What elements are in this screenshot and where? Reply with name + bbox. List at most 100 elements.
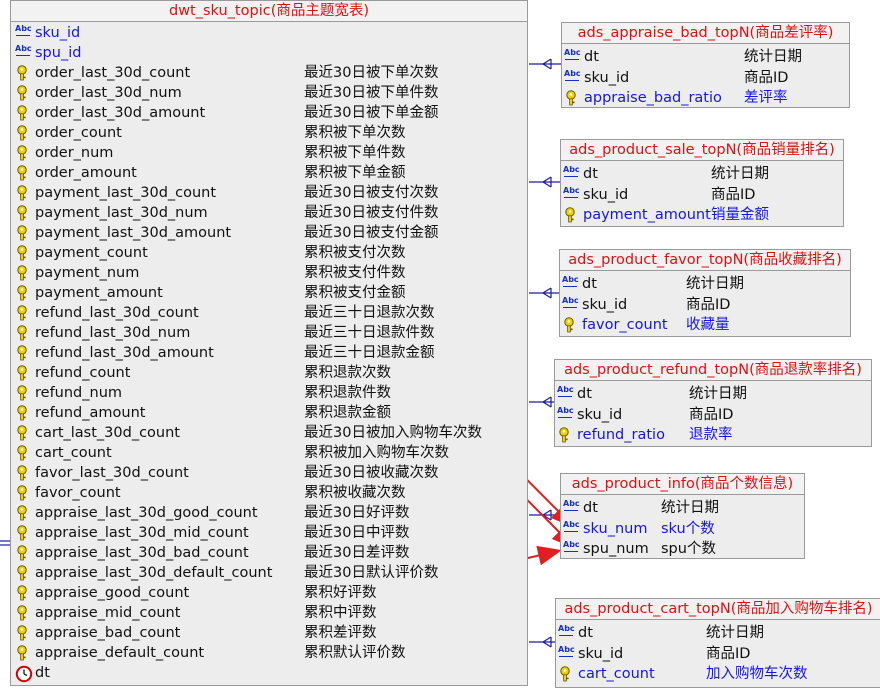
column-comment: 商品ID	[744, 69, 789, 86]
entity-title: ads_product_favor_topN(商品收藏排名)	[560, 250, 850, 271]
text-type-icon: Abc	[557, 386, 575, 402]
key-icon	[15, 425, 33, 441]
column-name: favor_count	[582, 317, 668, 333]
column-comment: 累积被支付金额	[304, 285, 406, 301]
column-name: sku_id	[577, 406, 623, 423]
column-name: sku_num	[583, 520, 648, 537]
key-icon	[563, 207, 581, 223]
key-icon	[15, 225, 33, 241]
column-name: cart_count	[578, 666, 655, 682]
key-icon	[15, 305, 33, 321]
column-comment: 统计日期	[711, 166, 769, 182]
column-name: sku_id	[584, 69, 630, 86]
column-comment: 最近30日被支付件数	[304, 205, 439, 221]
key-icon	[15, 605, 33, 621]
entity-title: ads_appraise_bad_topN(商品差评率)	[562, 23, 849, 44]
key-icon	[15, 285, 33, 301]
column-name: payment_count	[35, 245, 148, 261]
column-comment: 最近30日被支付次数	[304, 185, 439, 201]
column-comment: 商品ID	[686, 296, 731, 313]
column-name: refund_last_30d_amount	[35, 345, 214, 361]
column-name: refund_ratio	[577, 427, 665, 443]
text-type-icon: Abc	[563, 541, 581, 557]
column-name: appraise_bad_ratio	[584, 90, 722, 106]
column-row-dt[interactable]: dt	[15, 663, 527, 683]
key-icon	[15, 365, 33, 381]
crow-foot-prong-down-1	[542, 181, 552, 188]
key-icon	[557, 427, 575, 443]
text-type-icon: Abc	[15, 45, 33, 61]
crow-foot-prong-up-3	[542, 396, 552, 403]
entity-title: ads_product_info(商品个数信息)	[561, 474, 804, 495]
crow-foot-prong-up-5	[542, 636, 552, 643]
column-name: order_num	[35, 145, 114, 161]
column-name: appraise_good_count	[35, 585, 190, 601]
key-icon	[15, 325, 33, 341]
column-comment: 商品ID	[711, 186, 756, 203]
column-name: cart_count	[35, 445, 112, 461]
column-name: sku_id	[583, 186, 629, 203]
key-icon	[15, 205, 33, 221]
column-comment: 最近三十日退款件数	[304, 325, 435, 341]
column-comment: 累积退款次数	[304, 365, 391, 381]
column-comment: 累积被收藏次数	[304, 485, 406, 501]
